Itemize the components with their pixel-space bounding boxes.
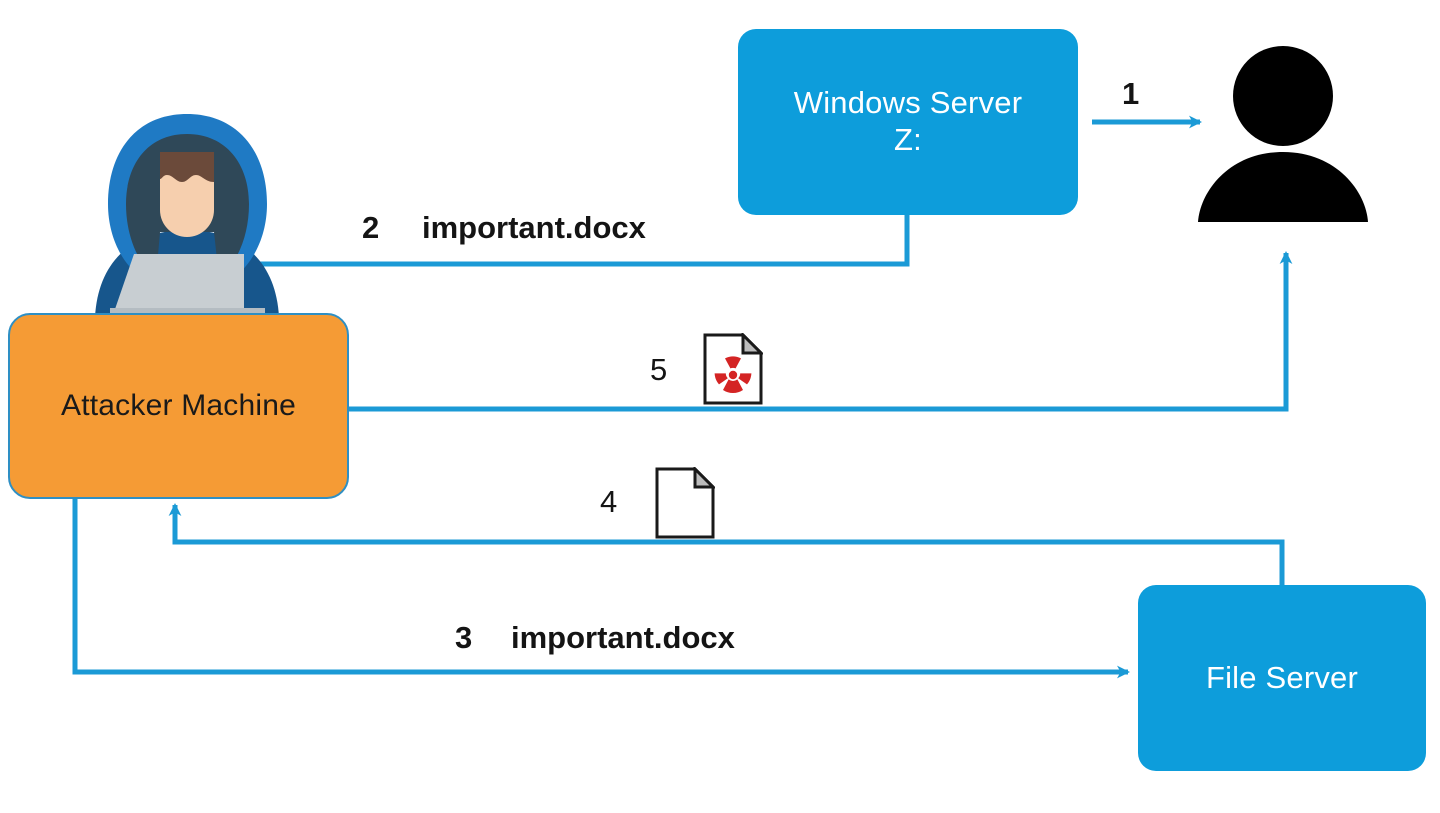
node-attacker-machine[interactable]: Attacker Machine xyxy=(8,313,349,499)
node-windows-server[interactable]: Windows Server Z: xyxy=(738,29,1078,215)
step-2-number: 2 xyxy=(362,210,380,245)
step-3-number: 3 xyxy=(455,620,473,655)
connector-step-4 xyxy=(168,503,1285,585)
node-file-server[interactable]: File Server xyxy=(1138,585,1426,771)
node-windows-server-label-line1: Windows Server xyxy=(793,85,1023,121)
step-4-number: 4 xyxy=(600,484,618,519)
hacker-with-laptop-icon xyxy=(80,112,295,317)
node-windows-server-label-line2: Z: xyxy=(894,122,922,157)
step-5-number: 5 xyxy=(650,352,668,387)
document-icon xyxy=(655,465,717,539)
malware-document-icon xyxy=(703,331,765,405)
step-1-number: 1 xyxy=(1122,76,1140,111)
step-2-label: important.docx xyxy=(422,210,646,245)
user-person-icon xyxy=(1196,44,1371,222)
step-3-label: important.docx xyxy=(511,620,735,655)
node-file-server-label: File Server xyxy=(1205,659,1359,695)
connector-step-5 xyxy=(345,251,1293,412)
node-attacker-machine-label: Attacker Machine xyxy=(61,389,296,423)
